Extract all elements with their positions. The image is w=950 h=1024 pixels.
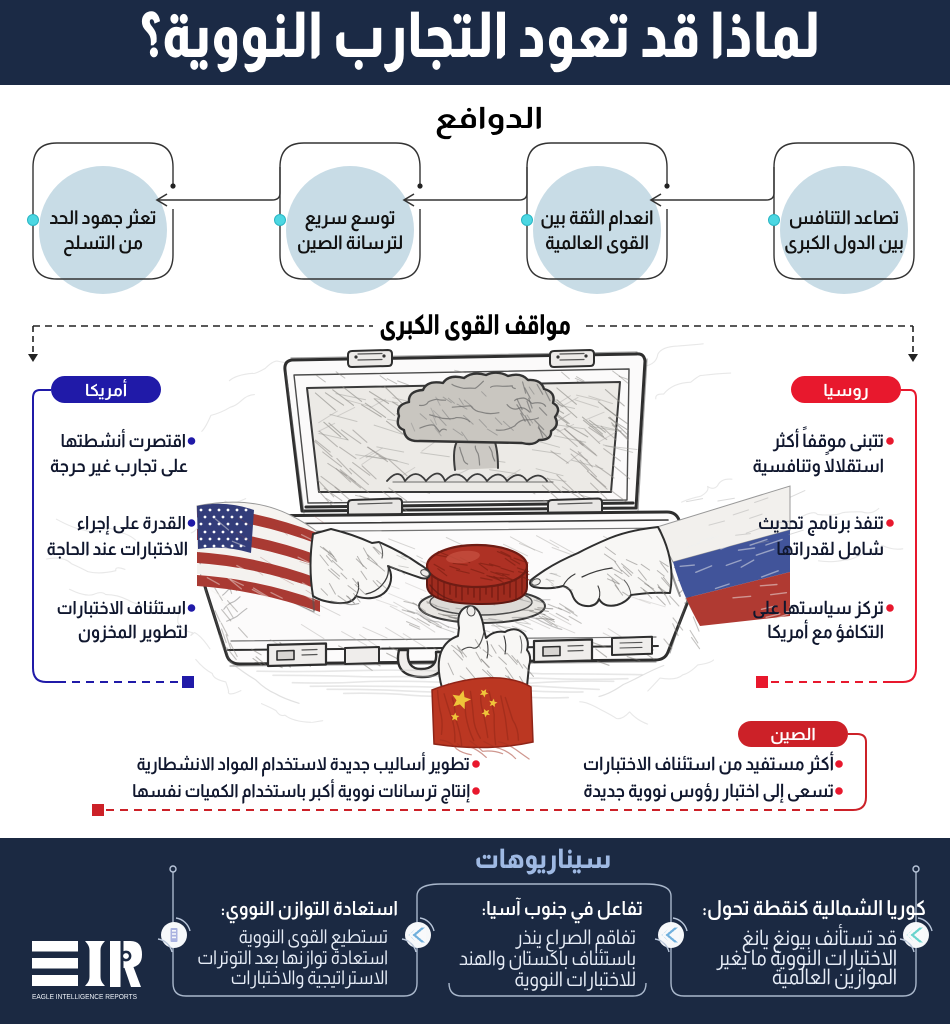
svg-text:EAGLE INTELLIGENCE REPORTS: EAGLE INTELLIGENCE REPORTS	[32, 992, 137, 1001]
